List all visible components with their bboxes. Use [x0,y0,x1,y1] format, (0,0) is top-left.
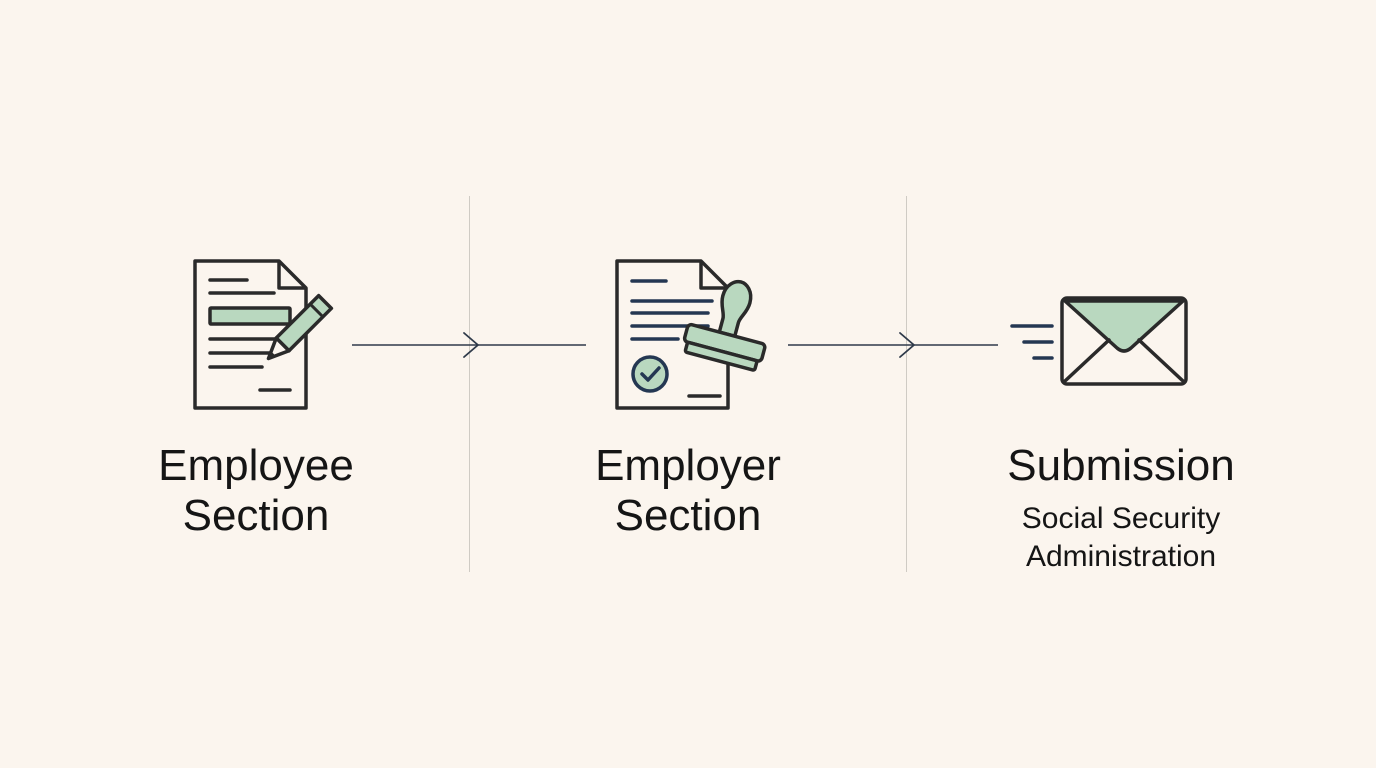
step-label-submission: Submission [1007,441,1235,490]
step-label-employer: Employer Section [595,441,781,540]
document-pencil-icon [186,252,346,423]
divider-line [906,196,907,572]
arrow-connector [786,330,1000,365]
envelope-icon [1006,292,1194,397]
document-stamp-icon [608,252,768,423]
arrow-connector [350,330,590,365]
step-label-employee: Employee Section [158,441,354,540]
step-sublabel-submission: Social Security Administration [1021,502,1221,573]
divider-line [469,196,470,572]
